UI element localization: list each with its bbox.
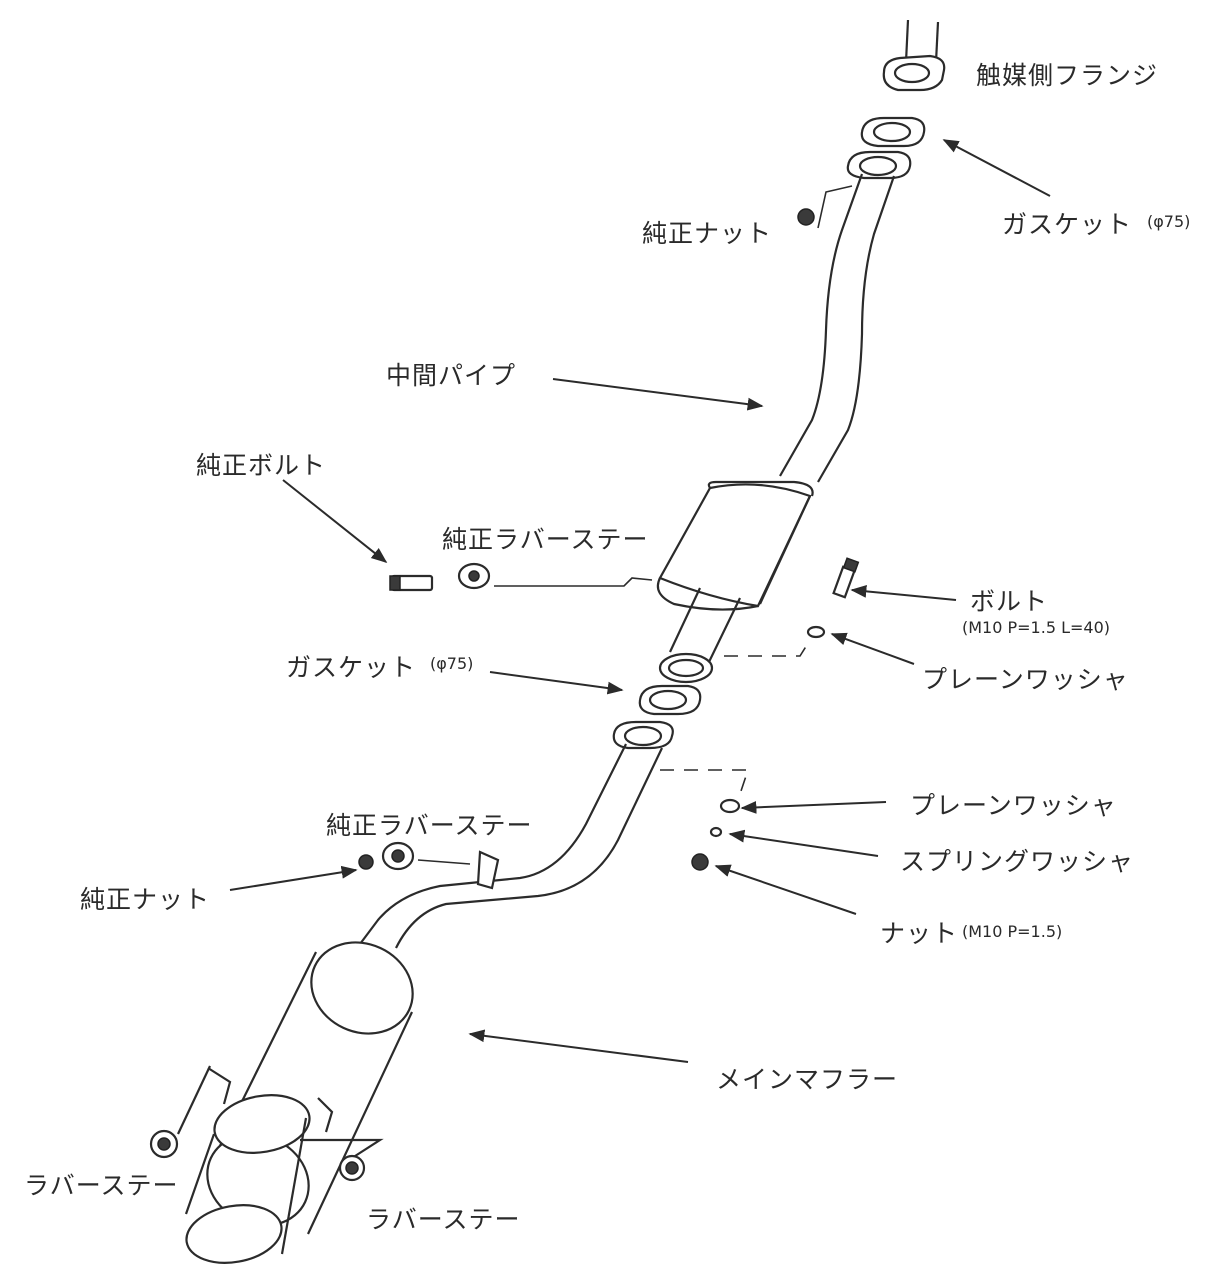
label-oem-nut-top: 純正ナット <box>642 219 773 248</box>
label-gasket-top-size: (φ75) <box>1147 212 1191 231</box>
label-oem-nut-bottom: 純正ナット <box>80 885 211 914</box>
oem-rubber-stay-top-part <box>457 562 653 590</box>
spring-washer-part <box>709 826 723 838</box>
nut-part <box>691 853 709 871</box>
rubber-stay-right-part <box>338 1154 366 1182</box>
oem-nut-bottom-part <box>358 854 374 870</box>
main-pipe-part <box>359 743 663 949</box>
label-oem-rubber-stay-top: 純正ラバーステー <box>442 525 649 554</box>
rubber-stay-left-part <box>149 1129 179 1159</box>
label-oem-rubber-stay-bottom: 純正ラバーステー <box>326 811 533 840</box>
label-plain-washer-top: プレーンワッシャ <box>922 665 1129 694</box>
label-nut-spec: (M10 P=1.5) <box>962 922 1063 941</box>
catalyst-pipe-stub <box>904 19 940 63</box>
plain-washer-top-part <box>806 625 826 639</box>
label-gasket-mid: ガスケット <box>286 653 417 682</box>
label-bolt-spec: (M10 P=1.5 L=40) <box>962 618 1110 637</box>
resonator-outlet-pipe <box>658 587 741 684</box>
label-gasket-mid-size: (φ75) <box>430 654 474 673</box>
label-bolt: ボルト <box>970 587 1049 616</box>
label-nut: ナット <box>880 919 959 948</box>
oem-nut-top-part <box>797 185 853 229</box>
label-rubber-stay-right: ラバーステー <box>366 1205 521 1234</box>
label-gasket-top: ガスケット <box>1002 210 1133 239</box>
label-mid-pipe: 中間パイプ <box>386 361 517 390</box>
label-oem-bolt: 純正ボルト <box>196 451 327 480</box>
resonator-part <box>656 480 814 611</box>
mid-pipe-top-flange <box>846 150 912 180</box>
oem-rubber-stay-bottom-part <box>381 841 500 890</box>
top-gasket-part <box>860 116 926 148</box>
catalyst-flange-part <box>882 54 946 92</box>
label-main-muffler: メインマフラー <box>716 1065 899 1094</box>
main-pipe-flange <box>612 720 674 750</box>
leader-arrows <box>229 139 1051 1063</box>
oem-bolt-part <box>389 574 434 592</box>
mid-pipe-part <box>779 173 896 483</box>
plain-washer-bottom-part <box>719 798 741 814</box>
middle-gasket-part <box>638 684 702 716</box>
bolt-part <box>832 557 860 599</box>
label-plain-washer-bottom: プレーンワッシャ <box>910 791 1117 820</box>
label-catalyst-flange: 触媒側フランジ <box>976 61 1159 90</box>
label-rubber-stay-left: ラバーステー <box>24 1171 179 1200</box>
label-spring-washer: スプリングワッシャ <box>900 847 1135 876</box>
main-muffler-part <box>177 941 414 1264</box>
